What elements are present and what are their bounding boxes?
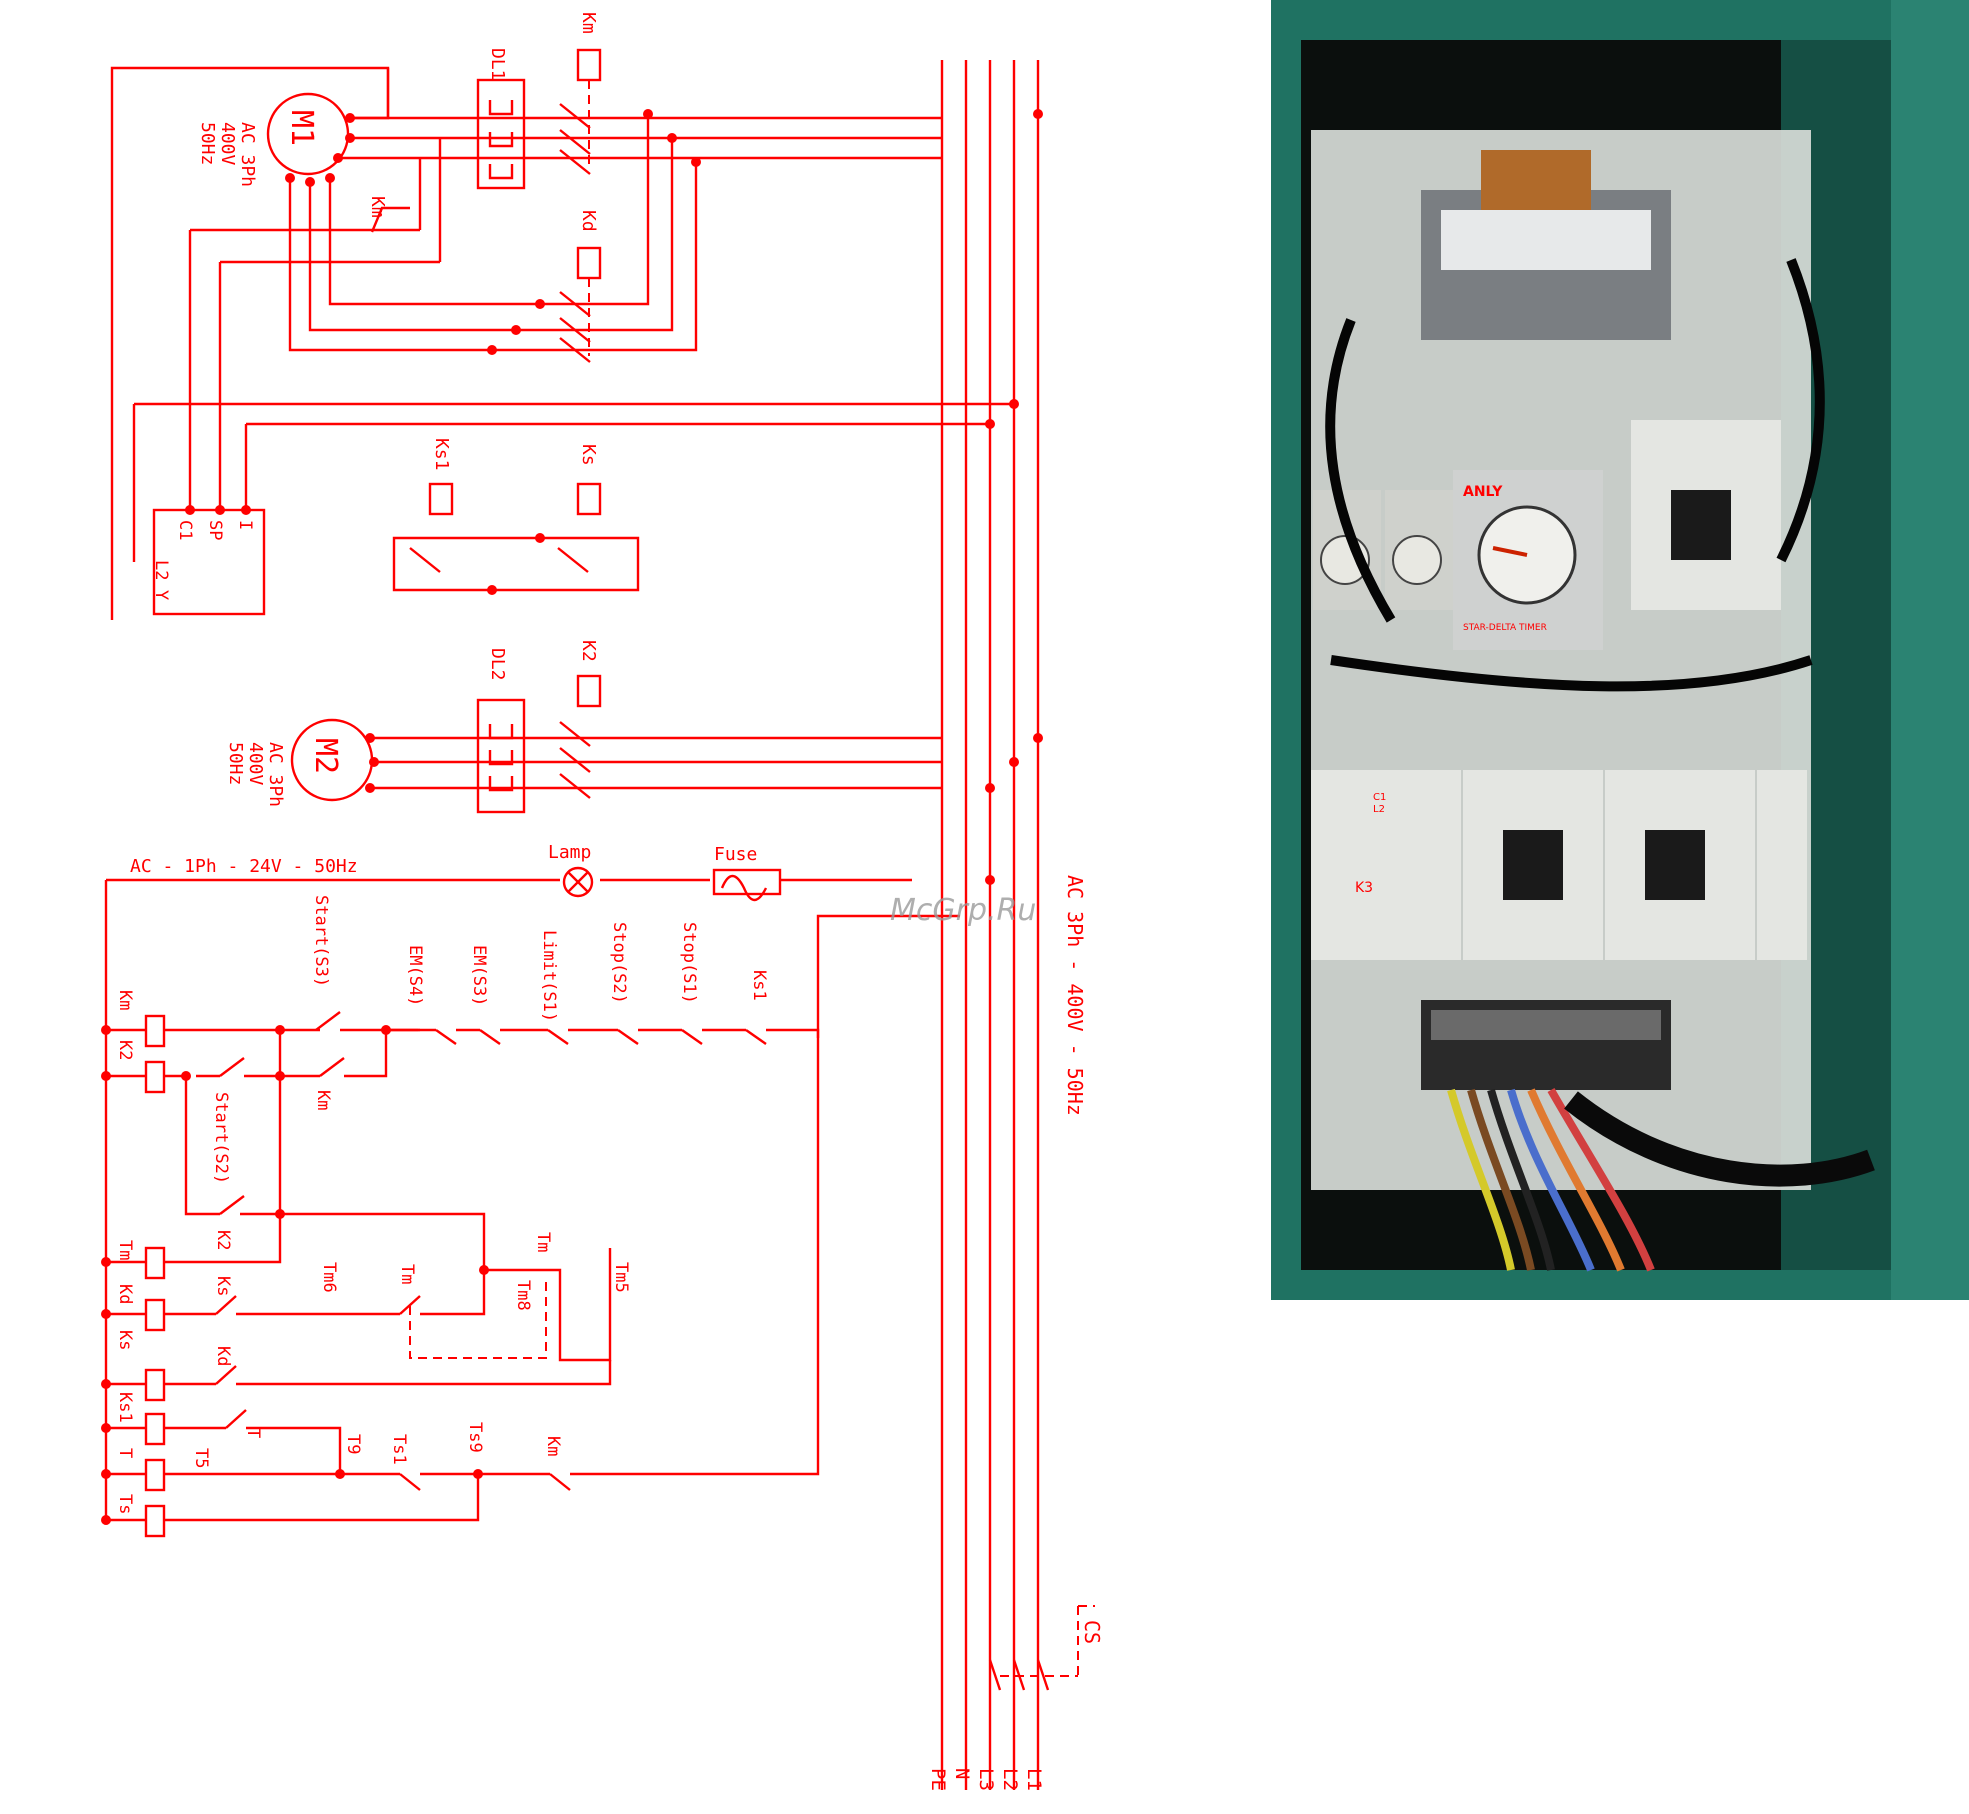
coil-label-kd: Kd — [115, 1284, 135, 1304]
btn-start-s2: Start(S2) — [211, 1092, 231, 1184]
contact-t5: T5 — [191, 1448, 211, 1468]
control-labels: Km K2 Tm Kd Ks Ks1 T Ts Start(S3) EM(S4)… — [115, 895, 769, 1514]
ctrl-term-sp: SP — [205, 520, 225, 540]
ks-contacts: Ks1 Ks — [392, 438, 640, 595]
line-label-n: N — [951, 1768, 973, 1779]
btn-start-s3: Start(S3) — [311, 895, 331, 987]
line-label-l2: L2 — [999, 1768, 1021, 1791]
lamp-label: Lamp — [548, 842, 591, 863]
coil-label-tm: Tm — [115, 1240, 135, 1260]
main-switch-cs: CS — [988, 1605, 1104, 1691]
overload-dl2: DL2 — [476, 648, 526, 814]
fuse-label: Fuse — [714, 844, 757, 865]
m1-control-box: C1 SP I L2 Y — [151, 505, 266, 616]
contact-tm8: Tm8 — [513, 1280, 533, 1311]
contact-k2: K2 — [213, 1230, 233, 1250]
motor-m2-spec-2: 400V — [245, 742, 266, 786]
line-label-l3: L3 — [975, 1768, 997, 1791]
watermark: McGrp.Ru — [890, 893, 1036, 928]
main-switch-label: CS — [1080, 1620, 1104, 1644]
kd-contacts: Kd — [559, 210, 602, 363]
motor-m1-spec-2: 400V — [217, 122, 238, 166]
btn-stop-s1: Stop(S1) — [679, 922, 699, 1004]
coil-label-ts: Ts — [115, 1494, 135, 1514]
motor-m1-spec-1: AC 3Ph — [237, 122, 258, 187]
contact-tm-1: Tm — [533, 1232, 553, 1252]
contact-kd: Kd — [213, 1346, 233, 1366]
contactor-k3-label: K3 — [1355, 880, 1373, 896]
k2-power-contacts: K2 — [559, 640, 602, 799]
btn-stop-s2: Stop(S2) — [609, 922, 629, 1004]
btn-em-s3: EM(S3) — [469, 945, 489, 1006]
supply-bus — [940, 60, 1040, 1790]
ks-coil-label: Ks — [578, 444, 599, 466]
coil-label-ks: Ks — [115, 1330, 135, 1350]
contact-ks1: Ks1 — [749, 970, 769, 1001]
contact-t: T — [243, 1428, 263, 1438]
ctrl-term-y: Y — [151, 590, 171, 600]
contact-ts1: Ts1 — [389, 1434, 409, 1465]
line-label-l1: L1 — [1023, 1768, 1045, 1791]
overload-dl2-label: DL2 — [487, 648, 508, 681]
motor-m1: M1 AC 3Ph 400V 50Hz — [197, 92, 355, 187]
coil-label-km: Km — [115, 990, 135, 1010]
cabinet-photo-illustration: ANLY STAR-DELTA TIMER K3 C1 L2 — [1271, 0, 1969, 1300]
coil-label-ks1: Ks1 — [115, 1392, 135, 1423]
k2-coil-label: K2 — [578, 640, 599, 662]
km-coil-label: Km — [578, 12, 599, 34]
main-supply-label: AC 3Ph - 400V - 50Hz — [1063, 875, 1087, 1116]
overload-dl1-label: DL1 — [487, 48, 508, 81]
contact-tm6: Tm6 — [319, 1262, 339, 1293]
kd-coil-label: Kd — [578, 210, 599, 232]
wiring-diagram: CS PE N L3 L2 L1 AC 3Ph - 400V - 50Hz M1… — [101, 12, 1104, 1791]
ks1-coil-label: Ks1 — [431, 438, 452, 471]
motor-m2-spec-3: 50Hz — [225, 742, 246, 785]
coil-label-k2: K2 — [115, 1040, 135, 1060]
motor-m2-spec-1: AC 3Ph — [265, 742, 286, 807]
contact-ts9: Ts9 — [465, 1422, 485, 1453]
control-rungs — [101, 1011, 820, 1538]
coil-label-t: T — [115, 1448, 135, 1458]
motor-m2-name: M2 — [308, 738, 343, 774]
control-supply-label: AC - 1Ph - 24V - 50Hz — [130, 856, 358, 877]
timer-brand: ANLY — [1463, 484, 1503, 500]
overload-dl1: DL1 — [476, 48, 526, 190]
control-supply-line: AC - 1Ph - 24V - 50Hz Lamp Fuse — [104, 842, 995, 1520]
motor-m1-spec-3: 50Hz — [197, 122, 218, 165]
motor-m1-name: M1 — [284, 110, 319, 146]
contact-t9: T9 — [343, 1434, 363, 1454]
km-aux-label: Km — [367, 196, 388, 218]
contact-ks: Ks — [213, 1276, 233, 1296]
btn-em-s4: EM(S4) — [405, 945, 425, 1006]
contactor-term-c1: C1 — [1373, 792, 1386, 803]
ctrl-term-i: I — [235, 520, 255, 530]
contact-km-2: Km — [543, 1436, 563, 1456]
line-labels: PE N L3 L2 L1 — [927, 1768, 1045, 1791]
contact-tm5: Tm5 — [611, 1262, 631, 1293]
btn-limit-s1: Limit(S1) — [539, 930, 559, 1022]
ctrl-term-c1: C1 — [175, 520, 195, 540]
m1-wiring — [110, 66, 1043, 620]
contact-tm-2: Tm — [397, 1264, 417, 1284]
ctrl-term-l2: L2 — [151, 560, 171, 580]
cabinet-photo: ANLY STAR-DELTA TIMER K3 C1 L2 — [1271, 0, 1969, 1300]
line-label-pe: PE — [927, 1768, 949, 1791]
contact-km-1: Km — [313, 1090, 333, 1110]
km-power-contacts: Km Km — [367, 12, 602, 233]
timer-label: STAR-DELTA TIMER — [1463, 623, 1547, 633]
contactor-term-l2: L2 — [1373, 804, 1385, 815]
motor-m2: M2 AC 3Ph 400V 50Hz — [225, 718, 1043, 807]
